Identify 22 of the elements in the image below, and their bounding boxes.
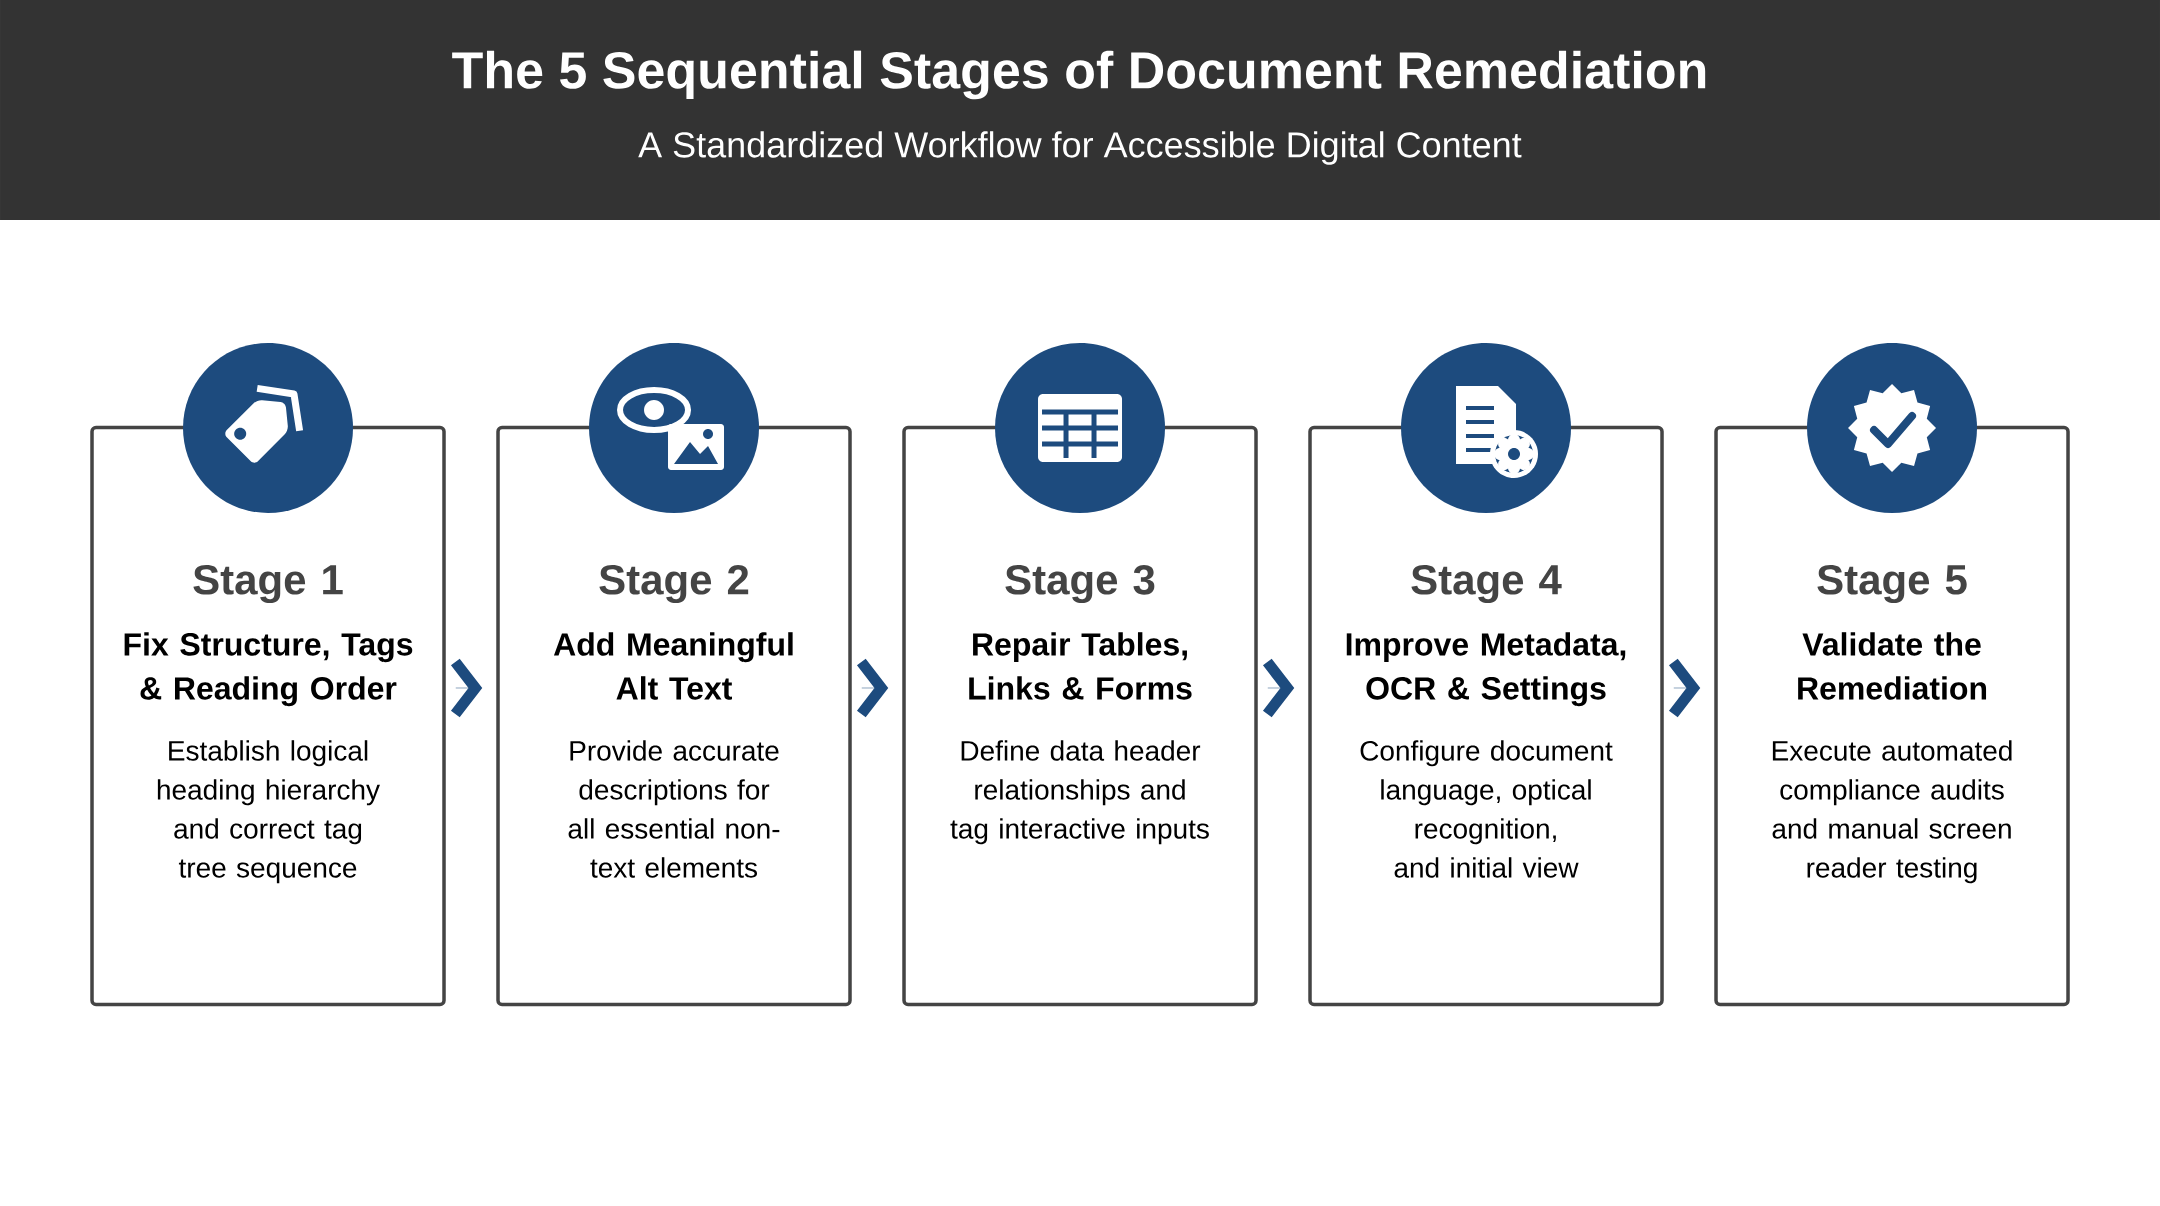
stage-description: Provide accurate descriptions for all essential non-text elements (568, 740, 780, 878)
stage-description: Establish logical heading hierarchy and correct tag tree sequence (157, 740, 380, 884)
stage-number: Stage 2 (599, 564, 749, 604)
stage-heading: Improve Metadata, OCR & Settings (1346, 632, 1626, 707)
stage-number: Stage 1 (193, 564, 343, 604)
subtitle: A Standardized Workflow for Accessible Digital Content (638, 131, 1522, 165)
stage-number: Stage 4 (1411, 564, 1562, 604)
stage-number: Stage 3 (1005, 564, 1155, 604)
stage-heading: Fix Structure, Tags & Reading Order (124, 632, 413, 707)
stage-card (902, 425, 1258, 1007)
stage-description: Define data header relationships and tag interactive inputs (950, 740, 1209, 845)
stage-heading: Validate the Remediation (1798, 632, 1987, 700)
stage-card (496, 425, 852, 1007)
stage-description: Execute automated compliance audits and manual screen reader testing (1772, 740, 2012, 884)
stage-description: Configure document language, optical recognition, and initial view (1360, 740, 1613, 878)
stage-card (1308, 425, 1664, 1007)
stage-card (1714, 425, 2070, 1007)
stage-number: Stage 5 (1817, 564, 1967, 604)
stage-card (90, 425, 446, 1007)
stage-heading: Repair Tables, Links & Forms (969, 632, 1192, 700)
title: The 5 Sequential Stages of Document Remediation (452, 50, 1706, 100)
stage-heading: Add Meaningful Alt Text (553, 632, 793, 700)
